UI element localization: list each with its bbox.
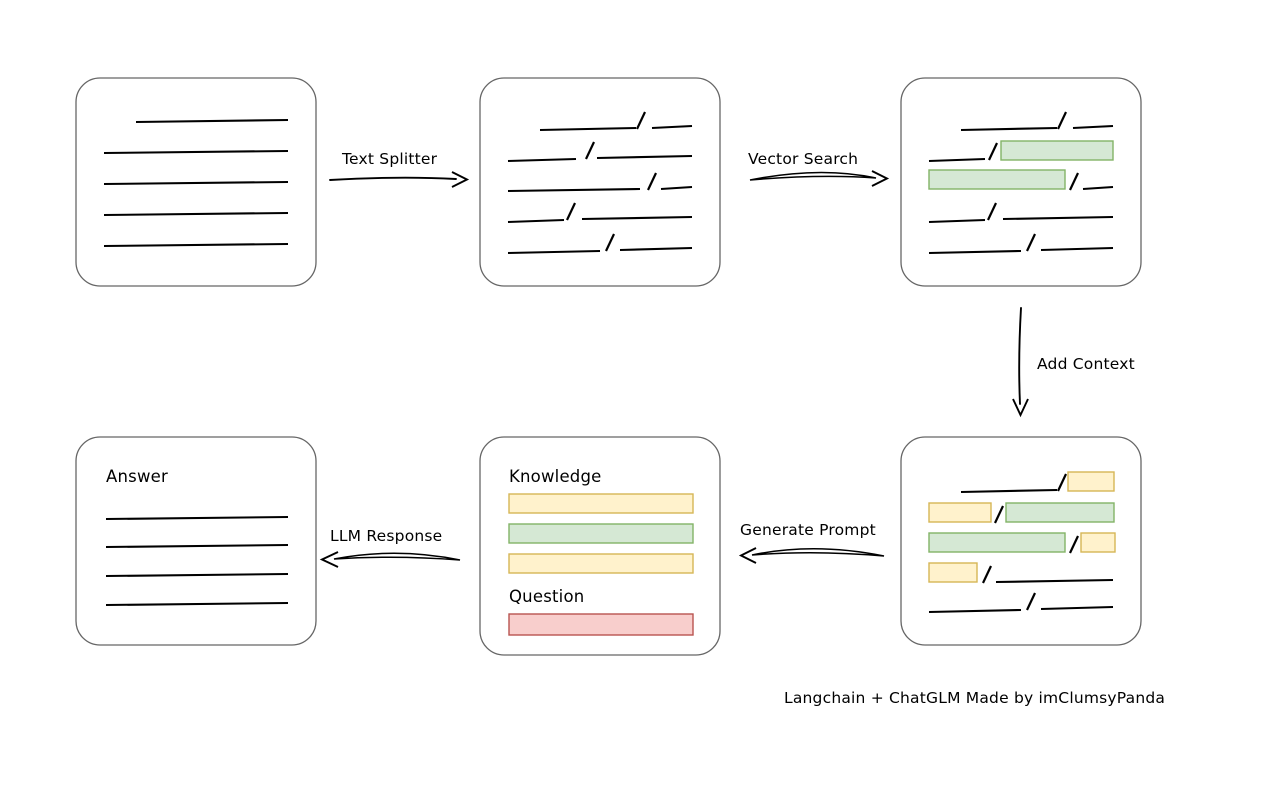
context-line-1a [960, 488, 1058, 494]
split-line-4b [581, 215, 693, 221]
context-line-5b [1040, 605, 1114, 611]
split-line-2b [596, 154, 693, 160]
knowledge-bar-2 [508, 523, 694, 544]
retrieved-line-4b [1002, 215, 1114, 221]
node-source-document[interactable] [75, 77, 317, 287]
node-context-document[interactable] [900, 436, 1142, 646]
llm-response-arrow-head [319, 551, 339, 568]
split-slash-2 [585, 141, 595, 160]
context-slash-1 [1057, 473, 1067, 492]
knowledge-bar-3 [508, 553, 694, 574]
context-highlight-green-2 [928, 532, 1066, 553]
edge-llm-response: LLM Response [319, 527, 461, 568]
split-document-frame [479, 77, 721, 287]
edge-generate-prompt: Generate Prompt [738, 521, 885, 564]
prompt-knowledge-label: Knowledge [509, 467, 602, 486]
context-highlight-yellow-4 [928, 562, 978, 583]
add-context-arrow-shaft [1018, 307, 1022, 405]
source-line-2 [103, 149, 289, 155]
node-answer-box[interactable]: Answer [75, 436, 317, 646]
node-split-document[interactable] [479, 77, 721, 287]
edge-label-add-context: Add Context [1037, 355, 1135, 373]
answer-label: Answer [106, 467, 168, 486]
context-highlight-green-1 [1005, 502, 1115, 523]
split-line-2a [507, 157, 577, 163]
split-slash-3 [647, 172, 657, 191]
generate-prompt-arrow-shaft [751, 548, 885, 557]
prompt-box-frame [479, 436, 721, 656]
retrieved-line-4a [928, 218, 986, 224]
generate-prompt-arrow-head [738, 547, 757, 564]
context-highlight-yellow-3 [1080, 532, 1116, 553]
split-line-4a [507, 218, 565, 224]
context-slash-4 [982, 565, 992, 584]
source-line-3 [103, 180, 289, 186]
context-slash-3 [1069, 535, 1079, 554]
edge-vector-search: Vector Search [748, 150, 890, 187]
split-slash-5 [605, 233, 615, 252]
context-slash-2 [994, 505, 1004, 524]
text-splitter-arrow-shaft [329, 176, 457, 181]
split-slash-4 [566, 202, 576, 221]
llm-response-arrow-shaft [333, 552, 461, 561]
context-highlight-yellow-2 [928, 502, 992, 523]
context-line-4b [995, 578, 1114, 584]
split-line-1a [539, 126, 637, 132]
knowledge-bar-1 [508, 493, 694, 514]
source-line-1 [135, 118, 289, 124]
vector-search-arrow-shaft [749, 171, 877, 181]
answer-line-3 [105, 572, 289, 578]
retrieved-line-5b [1040, 246, 1114, 252]
answer-box-frame [75, 436, 317, 646]
edge-label-text-splitter: Text Splitter [341, 150, 438, 168]
split-line-3a [507, 187, 641, 193]
answer-line-1 [105, 515, 289, 521]
retrieved-slash-1 [1057, 111, 1067, 130]
split-line-5b [619, 246, 693, 252]
retrieved-highlight-green-2 [928, 169, 1066, 190]
edge-label-vector-search: Vector Search [748, 150, 858, 168]
node-prompt-box[interactable]: Knowledge Question [479, 436, 721, 656]
split-line-5a [507, 249, 601, 255]
source-line-4 [103, 211, 289, 217]
add-context-arrow-head [1012, 398, 1029, 418]
edge-label-generate-prompt: Generate Prompt [740, 521, 876, 539]
answer-line-2 [105, 543, 289, 549]
text-splitter-arrow-head [451, 171, 470, 188]
retrieved-slash-4 [987, 202, 997, 221]
retrieved-slash-2 [988, 142, 998, 161]
footer-credit: Langchain + ChatGLM Made by imClumsyPand… [784, 689, 1165, 707]
retrieved-slash-5 [1026, 233, 1036, 252]
answer-line-4 [105, 601, 289, 607]
context-highlight-yellow-1 [1067, 471, 1115, 492]
retrieved-line-3b [1082, 185, 1114, 191]
vector-search-arrow-head [871, 170, 890, 187]
question-bar-1 [508, 613, 694, 636]
edge-add-context: Add Context [1012, 307, 1135, 418]
prompt-question-label: Question [509, 587, 584, 606]
node-retrieved-document[interactable] [900, 77, 1142, 287]
edge-label-llm-response: LLM Response [330, 527, 442, 545]
split-line-3b [660, 185, 693, 191]
split-slash-1 [636, 111, 646, 130]
edge-text-splitter: Text Splitter [329, 150, 470, 188]
retrieved-line-1a [960, 126, 1058, 132]
split-line-1b [651, 124, 693, 130]
retrieved-line-5a [928, 249, 1022, 255]
retrieved-line-2a [928, 157, 986, 163]
context-slash-5 [1026, 592, 1036, 611]
context-line-5a [928, 608, 1022, 614]
source-line-5 [103, 242, 289, 248]
retrieved-line-1b [1072, 124, 1114, 130]
retrieved-highlight-green-1 [1000, 140, 1114, 161]
retrieved-slash-3 [1069, 172, 1079, 191]
